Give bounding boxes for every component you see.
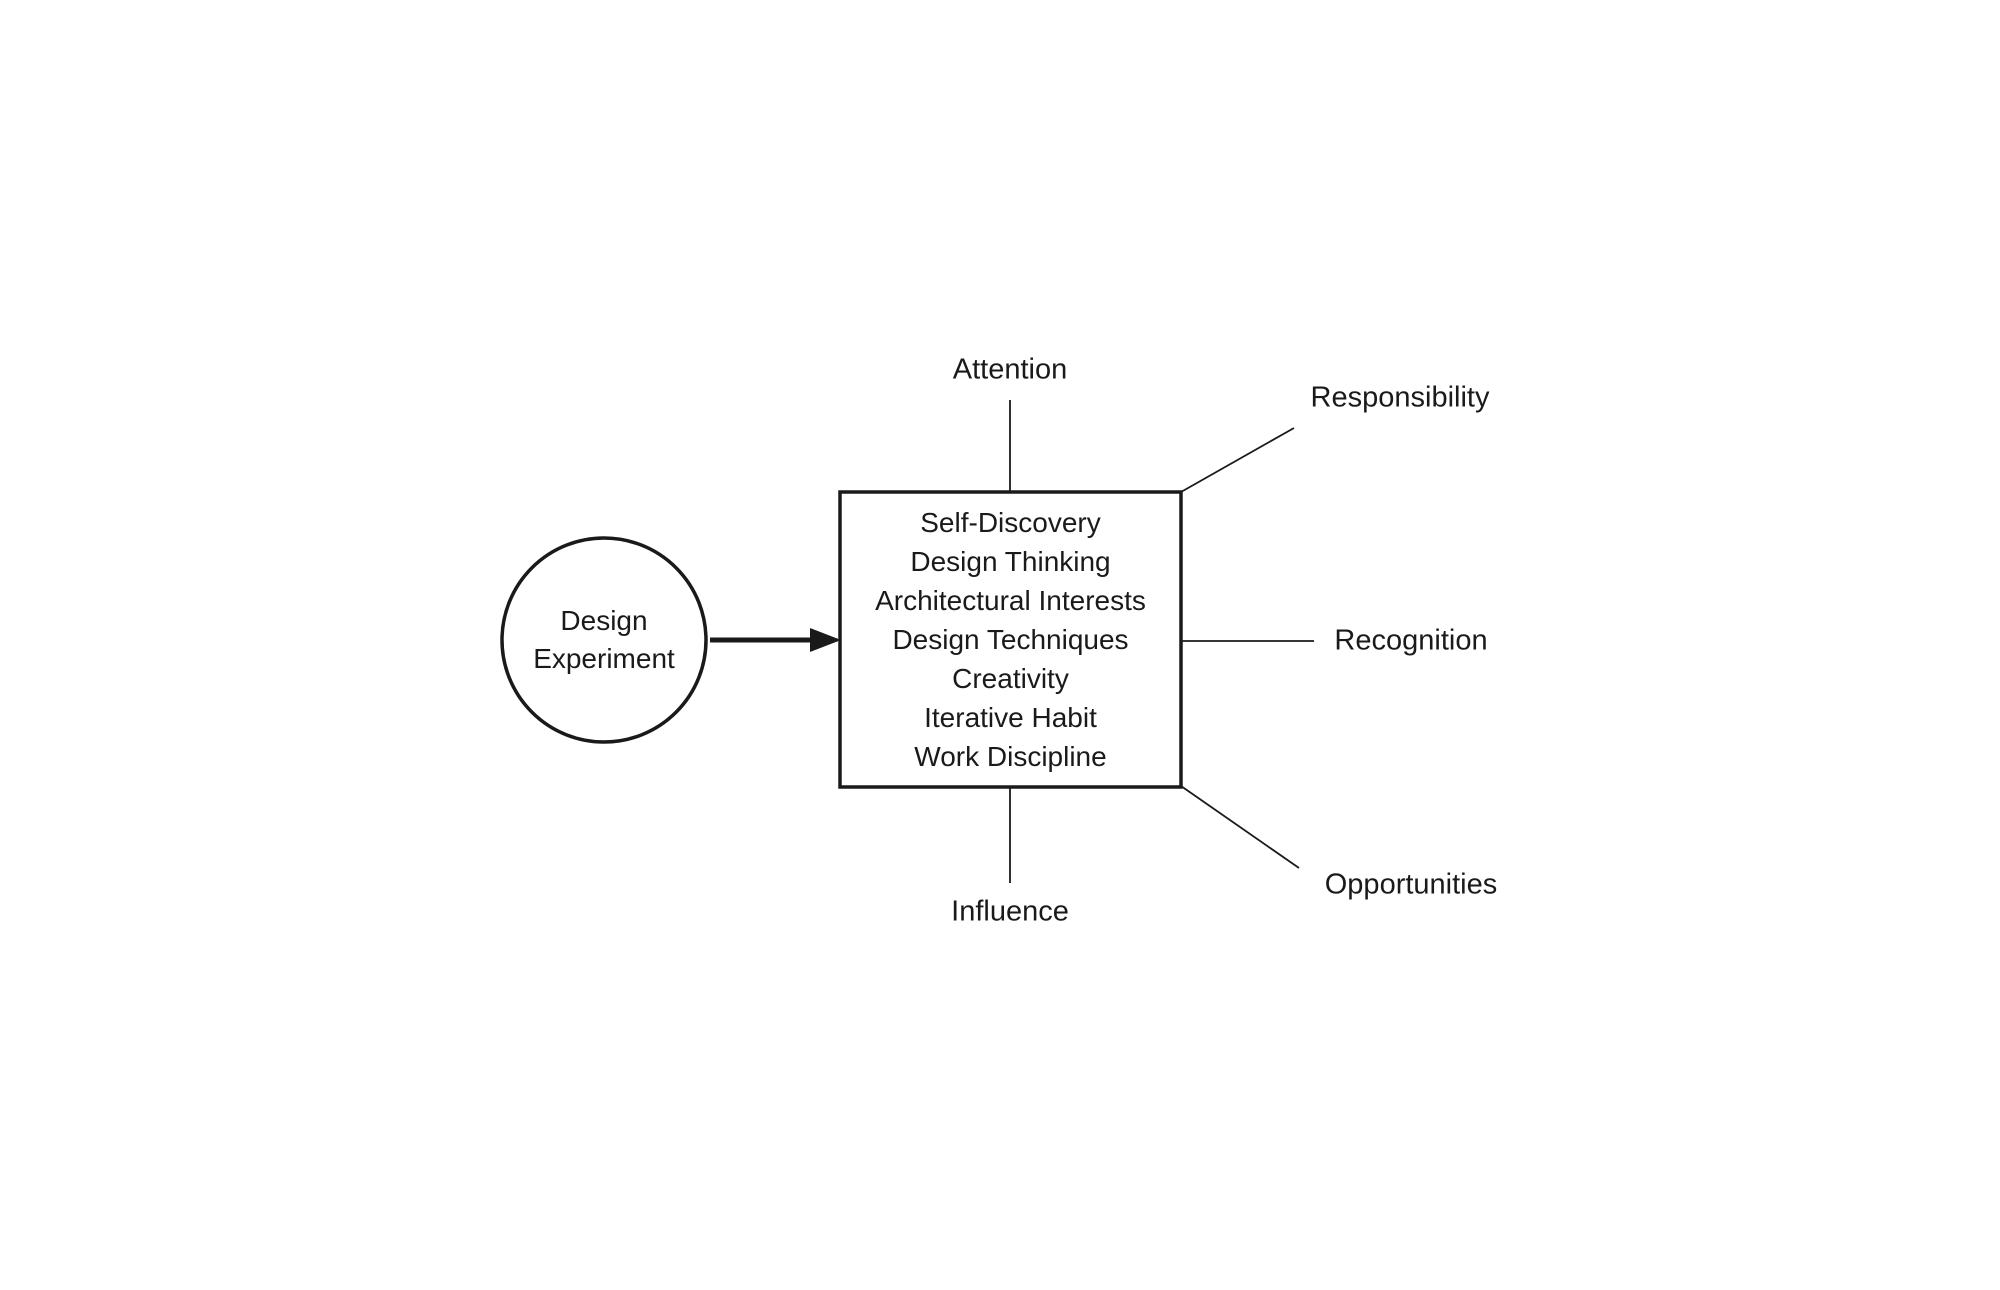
influence-label: Influence: [951, 895, 1069, 928]
trait-item: Iterative Habit: [924, 702, 1097, 733]
arrow-head-icon: [810, 628, 841, 652]
attention-label: Attention: [952, 353, 1068, 386]
traits-list: Self-Discovery Design Thinking Architect…: [840, 492, 1181, 787]
trait-item: Self-Discovery: [920, 507, 1101, 538]
source-label: Design Experiment: [533, 602, 675, 678]
responsibility-connector-line: [1180, 427, 1295, 493]
recognition-label: Recognition: [1334, 624, 1488, 657]
trait-item: Creativity: [952, 663, 1069, 694]
trait-item: Architectural Interests: [875, 585, 1146, 616]
trait-item: Design Thinking: [910, 546, 1111, 577]
source-circle-shape: [500, 536, 708, 744]
responsibility-label: Responsibility: [1310, 381, 1490, 414]
source-label-line1: Design: [560, 605, 648, 636]
opportunities-connector-line: [1180, 785, 1300, 869]
trait-item: Work Discipline: [914, 741, 1107, 772]
trait-item: Design Techniques: [892, 624, 1129, 655]
source-label-line2: Experiment: [533, 643, 675, 674]
opportunities-label: Opportunities: [1324, 868, 1498, 901]
